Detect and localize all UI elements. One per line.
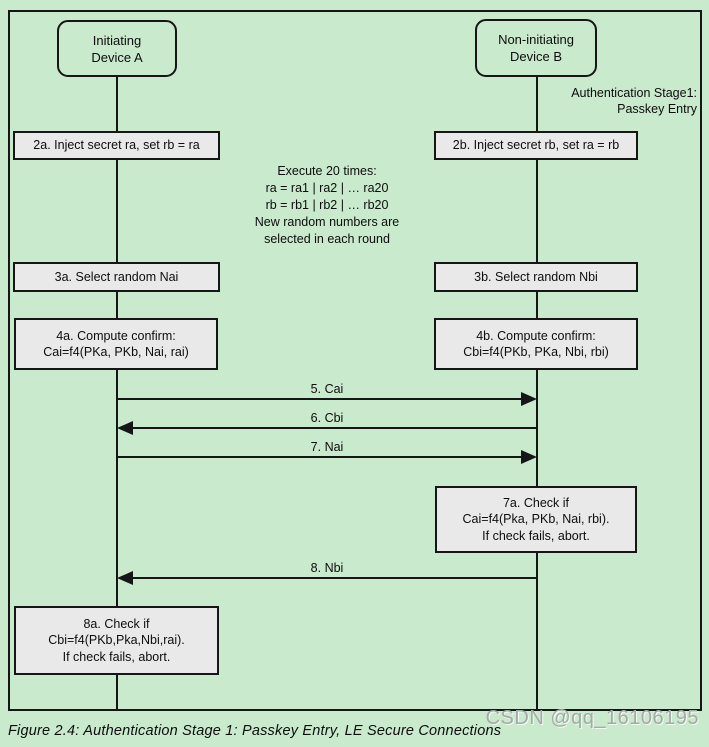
step-3b-box: 3b. Select random Nbi (434, 262, 638, 292)
execute-20-times-note: Execute 20 times: ra = ra1 | ra2 | … ra2… (254, 164, 400, 246)
step-4a-box: 4a. Compute confirm: Cai=f4(PKa, PKb, Na… (14, 318, 218, 370)
step-4b-box: 4b. Compute confirm: Cbi=f4(PKb, PKa, Nb… (434, 318, 638, 370)
step-7a-box: 7a. Check if Cai=f4(Pka, PKb, Nai, rbi).… (435, 486, 637, 553)
arrowhead-right-7-icon (521, 450, 537, 464)
arrowhead-left-6-icon (117, 421, 133, 435)
stage-title-label: Authentication Stage1: Passkey Entry (571, 86, 697, 116)
csdn-watermark: CSDN @qq_16106195 (485, 707, 699, 729)
device-a-header: Initiating Device A (57, 20, 177, 77)
message-5-label: 5. Cai (310, 382, 344, 396)
step-8a-box: 8a. Check if Cbi=f4(PKb,Pka,Nbi,rai). If… (14, 606, 219, 675)
step-3a-box: 3a. Select random Nai (13, 262, 220, 292)
figure-caption: Figure 2.4: Authentication Stage 1: Pass… (8, 723, 502, 739)
step-2b-box: 2b. Inject secret rb, set ra = rb (434, 131, 638, 160)
arrowhead-left-8-icon (117, 571, 133, 585)
device-b-header: Non-initiating Device B (475, 19, 597, 77)
diagram-border-frame (8, 10, 702, 711)
message-7-label: 7. Nai (310, 440, 344, 454)
step-2a-box: 2a. Inject secret ra, set rb = ra (13, 131, 220, 160)
arrowhead-right-5-icon (521, 392, 537, 406)
message-6-label: 6. Cbi (310, 411, 344, 425)
message-8-label: 8. Nbi (310, 561, 344, 575)
